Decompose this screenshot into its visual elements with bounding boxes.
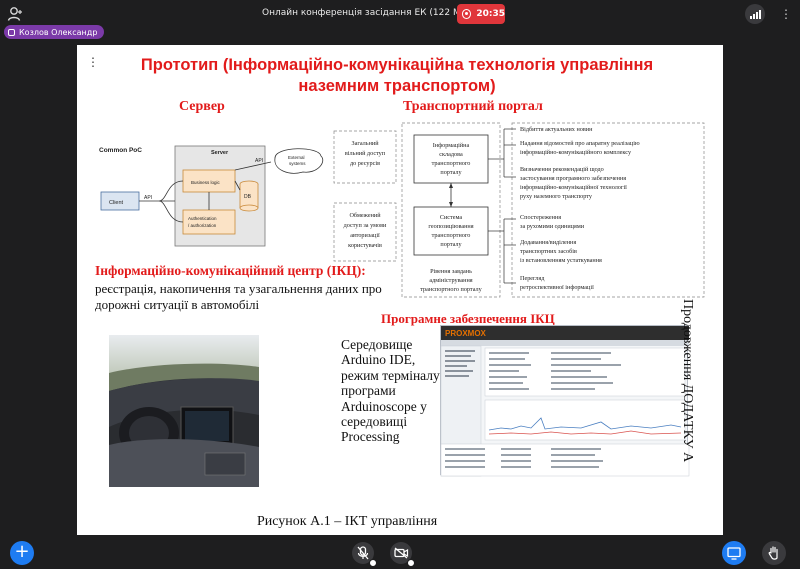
record-icon [462,9,472,19]
auth-label-1: Authentication [188,216,217,221]
db-label: DB [244,194,252,200]
right-item-5-1: Додавання/виділення [520,239,576,246]
more-vertical-icon[interactable]: ⋮ [780,7,792,21]
car-interior-photo [109,335,259,487]
server-heading: Сервер [179,99,225,114]
recording-time: 20:35 [476,9,505,19]
server-label: Server [211,150,229,156]
mic-options-dot[interactable] [369,559,377,567]
meeting-title: Онлайн конференція засідання ЕК (122 Маг… [262,8,484,18]
external-label-2: systems [289,161,306,166]
right-item-3-1: Визначення рекомендацій щодо [520,166,604,173]
left-bottom-4: користувачів [348,242,382,249]
poc-title: Common PoC [99,147,142,154]
ikc-description: реєстрація, накопичення та узагальнення … [95,281,382,312]
right-item-5-2: транспортних засобів [520,248,577,255]
center-bottom-1: Система [440,214,463,221]
api-left-label: API [144,195,152,201]
screen-share-icon[interactable] [722,541,746,565]
vertical-appendix-note: Продовження ДОДАТКУ А [671,299,697,489]
arduino-description: Середовище Arduino IDE, режим терміналу … [341,337,440,445]
left-bottom-1: Обмежений [349,212,381,219]
top-bar: Онлайн конференція засідання ЕК (122 Маг… [0,0,800,28]
left-top-1: Загальний [351,140,379,147]
right-item-6-1: Перегляд [520,275,545,282]
slide-menu-icon[interactable]: ⋮ [87,55,99,69]
center-top-4: порталу [440,169,462,176]
right-item-5-3: із встановленням устаткування [520,257,602,264]
right-item-2-2: інформаційно-комунікаційного комплексу [520,149,632,156]
shared-slide: ⋮ Прототип (Інформаційно-комунікаційна т… [77,45,723,535]
portal-heading: Транспортний портал [403,99,543,114]
center-footer-2: адміністрування [429,277,472,284]
slide-title: Прототип (Інформаційно-комунікаційна тех… [140,56,654,95]
proxmox-screenshot: PROXMOX [440,325,690,477]
common-poc-diagram: Common PoC Server Business logic Authent… [99,145,324,247]
external-label-1: External [288,155,305,160]
right-item-4-1: Спостереження [520,214,561,221]
mic-muted-icon[interactable] [352,542,377,567]
center-bottom-4: порталу [440,241,462,248]
client-label: Client [109,200,124,206]
plus-icon[interactable]: + [10,541,34,565]
business-logic-label: Business logic [191,180,221,185]
center-bottom-3: транспортного [432,232,471,239]
left-top-2: вільний доступ [345,150,386,157]
speaker-name: Козлов Олександр [19,27,98,37]
center-footer-3: транспортного порталу [420,286,482,293]
right-item-1-1: Відбиття актуальних новин [520,126,593,133]
right-item-4-2: за рухомими одиницями [520,223,585,230]
right-item-3-4: руху наземного транспорту [520,193,593,200]
center-top-2: складова [439,151,463,158]
auth-box [182,209,236,235]
camera-off-icon[interactable] [390,542,415,567]
ikc-heading: Інформаційно-комунікаційний центр (ІКЦ): [95,263,366,278]
auth-label-2: / authorization [188,223,217,228]
center-top-1: Інформаційна [433,142,470,149]
recording-timer[interactable]: 20:35 [457,4,505,24]
camera-options-dot[interactable] [407,559,415,567]
right-item-2-1: Надання відомостей про апаратну реалізац… [520,140,640,147]
figure-caption: Рисунок А.1 – ІКТ управління [257,514,438,529]
external-systems-cloud [274,148,324,174]
signal-bars-icon[interactable] [745,4,765,24]
left-bottom-2: доступ за умови [344,222,387,229]
transport-portal-diagram: Загальний вільний доступ до ресурсів Обм… [333,122,705,298]
raise-hand-icon[interactable] [762,541,786,565]
api-top-label: API [255,158,263,164]
right-item-6-2: ретроспективної інформації [520,284,594,291]
participants-icon[interactable] [6,5,24,23]
proxmox-logo: PROXMOX [445,329,487,338]
center-bottom-2: геопозиціювання [428,223,473,230]
left-bottom-3: авторизації [350,232,380,239]
screen-share-small-icon [8,28,15,36]
right-item-3-2: застосування програмного забезпечення [520,175,626,182]
center-footer-1: Рівення завдань [430,268,472,275]
right-item-3-3: інформаційно-комунікаційної технології [520,184,627,191]
software-heading: Програмне забезпечення ІКЦ [381,311,555,326]
center-top-3: транспортного [432,160,471,167]
vertical-appendix-text: Продовження ДОДАТКУ А [680,299,695,463]
left-top-3: до ресурсів [350,160,380,167]
speaker-badge: Козлов Олександр [4,25,105,39]
